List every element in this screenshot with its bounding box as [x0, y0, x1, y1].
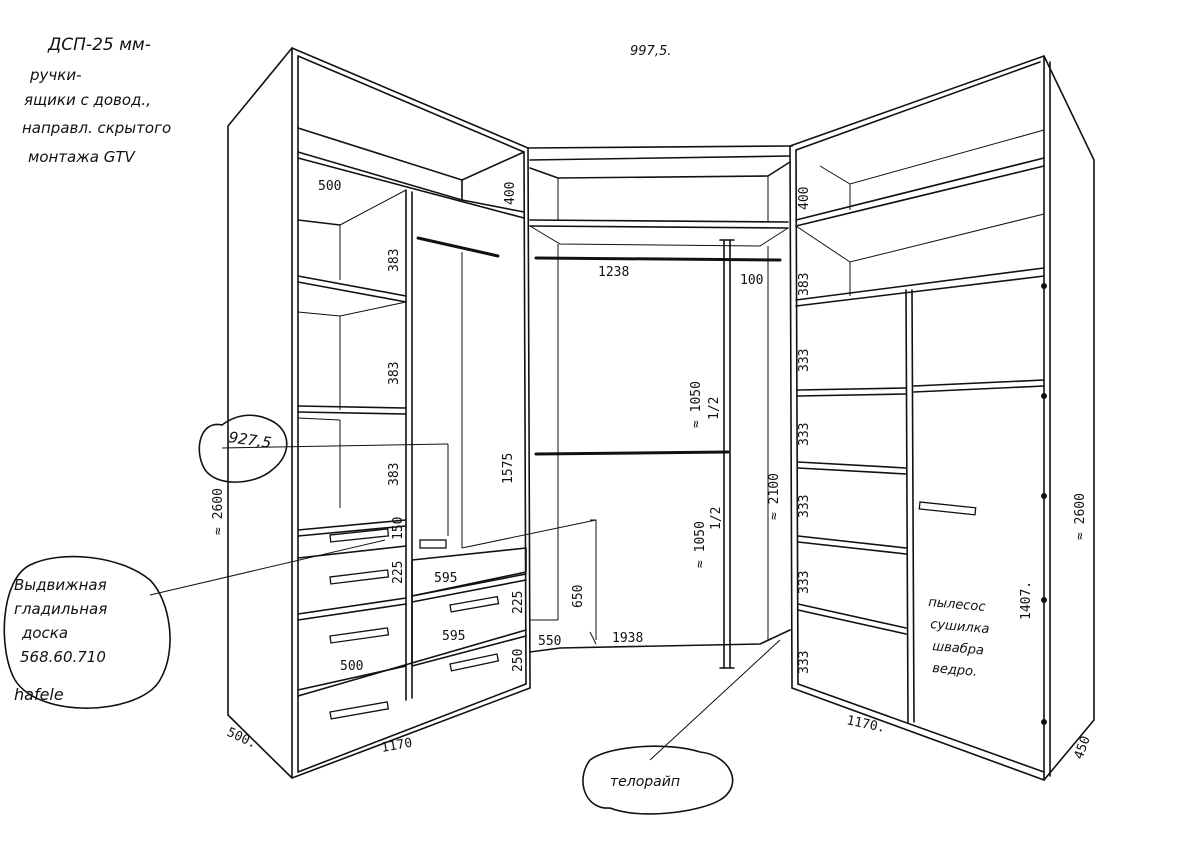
- middle-lower-rail: [534, 450, 730, 456]
- left-side-panel: [227, 47, 293, 779]
- dim-450: 450: [1072, 734, 1094, 761]
- left-bottom-edge: [291, 687, 531, 779]
- middle-section: [527, 145, 793, 669]
- note-line-1: ДСП-25 мм-: [47, 35, 151, 55]
- middle-top-shelf: [529, 219, 789, 223]
- callout-bubble-ironing: [3, 555, 171, 709]
- dim-383-right: 383: [797, 273, 812, 296]
- dim-550: 550: [538, 634, 561, 649]
- drawer-handle: [449, 595, 500, 613]
- dim-1050-a: ≈ 1050: [689, 381, 704, 428]
- dim-595-a: 595: [434, 571, 457, 586]
- right-note-2: сушилка: [930, 617, 990, 637]
- callout-drawer-2: гладильная: [14, 600, 107, 618]
- dim-2600-right: ≈ 2600: [1073, 493, 1088, 540]
- callout-drawer-4: 568.60.710: [20, 648, 106, 666]
- right-bottom-edge: [791, 687, 1045, 781]
- half-b: 1/2: [709, 507, 724, 530]
- dim-1238: 1238: [598, 265, 629, 280]
- ironing-board-shelf: [411, 547, 527, 597]
- dim-500-drawer: 500: [340, 659, 363, 674]
- half-a: 1/2: [707, 397, 722, 420]
- callout-drawer-1: Выдвижная: [14, 576, 107, 594]
- note-line-2: ручки-: [29, 66, 81, 84]
- dim-1938: 1938: [612, 631, 643, 646]
- dim-225: 225: [391, 561, 406, 584]
- dim-333-a: 333: [797, 349, 812, 372]
- dim-333-d: 333: [797, 571, 812, 594]
- drawer-handle: [329, 627, 390, 644]
- dim-100: 100: [740, 273, 763, 288]
- dim-2600-left: ≈ 2600: [211, 488, 226, 535]
- note-line-4: направл. скрытого: [22, 119, 171, 137]
- left-cabinet: [221, 47, 597, 779]
- right-top-shelf: [795, 157, 1045, 221]
- left-hanging-rail: [416, 236, 500, 258]
- note-line-5: монтажа GTV: [28, 148, 136, 166]
- note-line-3: ящики с довод.,: [24, 91, 151, 109]
- dim-650: 650: [571, 585, 586, 608]
- right-side-panel: [789, 55, 1095, 781]
- dim-333-e: 333: [797, 651, 812, 674]
- dim-383-a: 383: [387, 249, 402, 272]
- callout-bubble-bottom: [582, 745, 734, 815]
- drawer-handle: [329, 528, 390, 543]
- callout-bubble-9275: [198, 414, 288, 483]
- left-top-shelf: [297, 127, 525, 181]
- dim-1170-right: 1170.: [845, 713, 886, 736]
- dim-1575: 1575: [501, 453, 516, 484]
- hafele-text: hafele: [14, 685, 64, 704]
- callout-drawer-3: доска: [21, 624, 68, 642]
- dim-1407: 1407.: [1019, 581, 1034, 620]
- dim-2100: ≈ 2100: [767, 473, 782, 520]
- dim-400-right: 400: [797, 187, 812, 210]
- dim-1170-left: 1170: [380, 736, 413, 756]
- right-note-1: пылесос: [928, 595, 986, 615]
- dim-383-c: 383: [387, 463, 402, 486]
- left-shelf-2: [297, 405, 407, 409]
- right-divider: [905, 289, 909, 723]
- left-shelf-1: [297, 275, 407, 297]
- drawer-handle: [329, 701, 390, 720]
- dim-333-b: 333: [797, 423, 812, 446]
- dim-250: 250: [511, 649, 526, 672]
- middle-upper-rail: [534, 256, 782, 262]
- dim-150: 150: [391, 517, 406, 540]
- drawer-handle: [329, 569, 390, 585]
- middle-top-edge: [527, 145, 793, 149]
- left-top-edge: [291, 47, 529, 149]
- dim-383-b: 383: [387, 362, 402, 385]
- small-handle: [419, 539, 447, 549]
- right-note-4: ведро.: [932, 661, 978, 680]
- right-note-3: швабра: [932, 639, 985, 658]
- top-dimension: 997,5.: [630, 44, 671, 59]
- dimension-9275: 927,5: [227, 428, 272, 452]
- dim-1050-b: ≈ 1050: [693, 521, 708, 568]
- drawer-handle: [449, 653, 500, 672]
- dim-225-b: 225: [511, 591, 526, 614]
- right-cabinet: [789, 55, 1095, 781]
- middle-floor: [529, 629, 791, 653]
- dim-595-b: 595: [442, 629, 465, 644]
- dim-500-top: 500: [318, 179, 341, 194]
- callout-bottom-text: телорайп: [610, 774, 680, 790]
- door-handle: [918, 501, 977, 516]
- drawer-2: [297, 597, 407, 615]
- dim-400-left: 400: [503, 182, 518, 205]
- dim-333-c: 333: [797, 495, 812, 518]
